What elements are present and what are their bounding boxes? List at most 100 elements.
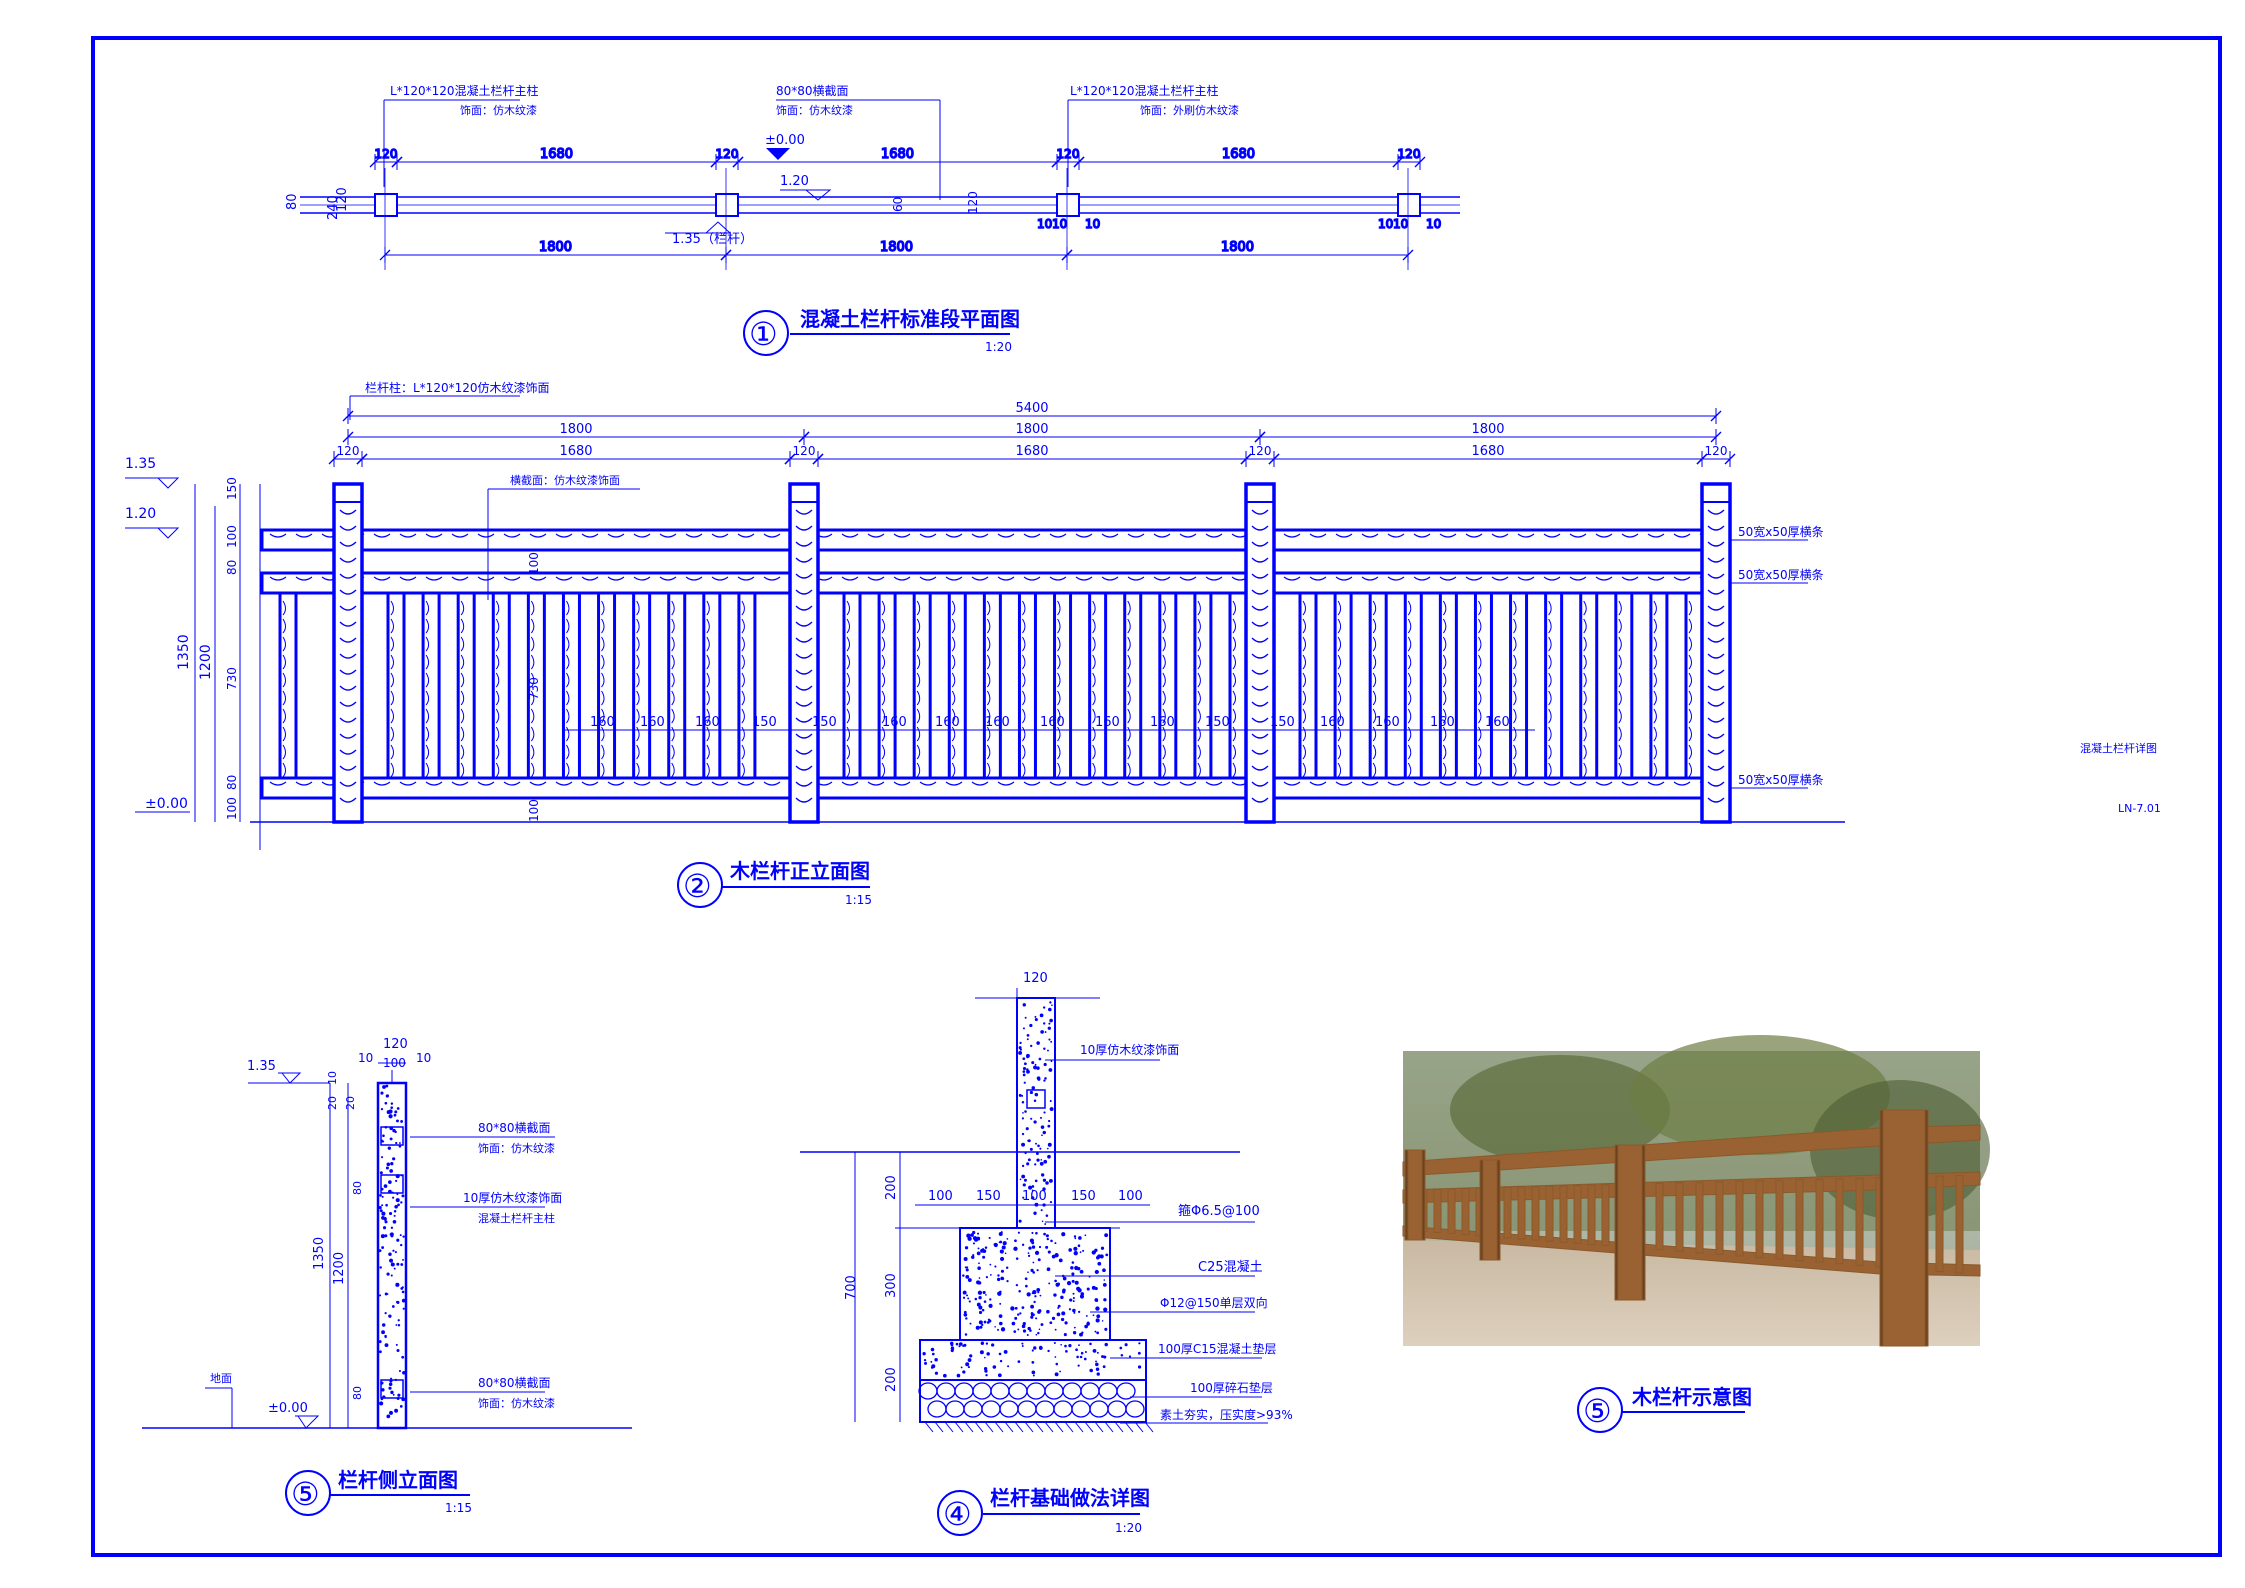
photo-baluster <box>1755 1180 1764 1259</box>
foundation-hatch <box>918 1001 1154 1433</box>
photo-baluster <box>1531 1186 1540 1241</box>
plan-number-circle <box>743 310 789 356</box>
plan-elev-0: ±0.00 <box>765 133 805 148</box>
found-l-c25: C25混凝土 <box>1198 1259 1263 1275</box>
plan-callout-left-1: L*120*120混凝土栏杆主柱 <box>390 83 539 98</box>
railing-post <box>788 482 820 824</box>
photo-baluster <box>1775 1179 1784 1260</box>
baluster <box>491 591 511 780</box>
elev-bay-dim: 1800 <box>1015 422 1048 437</box>
elev-title: 木栏杆正立面图 <box>729 859 870 883</box>
found-l-soil: 素土夯实，压实度>93% <box>1160 1407 1293 1422</box>
plan-elev-120: 1.20 <box>780 174 809 189</box>
baluster <box>1684 591 1704 780</box>
found-number-circle <box>937 1490 983 1536</box>
side-number: ⑤ <box>291 1475 320 1513</box>
elev-elev-135: 1.35 <box>125 456 156 472</box>
baluster <box>561 591 581 780</box>
photo-baluster <box>1735 1180 1744 1257</box>
plan-bay: 1800 <box>539 240 572 255</box>
elev-scale: 1:15 <box>845 893 872 907</box>
baluster-spacing: 160 <box>1430 715 1455 730</box>
found-top-w: 120 <box>1023 971 1048 986</box>
plan-number: ① <box>749 315 778 353</box>
rail-label: 50宽x50厚横条 <box>1738 524 1824 539</box>
plan-v-dim-1: 80 <box>285 193 300 210</box>
baluster <box>1473 591 1493 780</box>
baluster <box>737 591 757 780</box>
elev-callout-post: 栏杆柱：L*120*120仿木纹漆饰面 <box>365 380 550 395</box>
side-elevation <box>142 1062 632 1430</box>
side-top-dim-1: 120 <box>383 1037 408 1052</box>
elev-bay-dim: 1800 <box>1471 422 1504 437</box>
found-l-gravel: 100厚碎石垫层 <box>1190 1380 1273 1395</box>
side-label-c1: 80*80横截面 <box>478 1376 551 1390</box>
baluster <box>1368 591 1388 780</box>
found-number: ④ <box>943 1495 972 1533</box>
elev-clear-dim: 1680 <box>1015 444 1048 459</box>
baluster <box>842 591 862 780</box>
foundation-detail <box>800 988 1240 1423</box>
side-top-dim-3: 100 <box>383 1056 406 1070</box>
baluster <box>1228 591 1248 780</box>
horizontal-rail <box>260 571 1732 595</box>
baluster-spacing: 150 <box>1205 715 1230 730</box>
baluster <box>1649 591 1669 780</box>
side-h-1200: 1200 <box>332 1252 347 1285</box>
elev-h-1200: 1200 <box>198 644 214 680</box>
baluster <box>278 591 298 780</box>
plan-small-dim: 10 <box>1426 217 1441 231</box>
baluster <box>1193 591 1213 780</box>
baluster-spacing: 160 <box>1375 715 1400 730</box>
baluster <box>947 591 967 780</box>
side-v-small-1: 10 <box>326 1071 339 1085</box>
photo-baluster <box>1695 1181 1704 1254</box>
photo-number-circle <box>1577 1387 1623 1433</box>
baluster <box>982 591 1002 780</box>
drawing-number: LN-7.01 <box>2118 802 2161 815</box>
baluster <box>912 591 932 780</box>
found-l-rebar: 箍Φ6.5@100 <box>1178 1203 1260 1219</box>
photo-baluster <box>1935 1175 1944 1273</box>
baluster <box>1614 591 1634 780</box>
plan-callout-mid-1: 80*80横截面 <box>776 84 849 98</box>
baluster <box>1053 591 1073 780</box>
plan-callout-mid-2: 饰面：仿木纹漆 <box>776 103 853 117</box>
found-w-5: 100 <box>1118 1189 1143 1204</box>
photo-baluster <box>1835 1178 1844 1265</box>
elev-h-part: 80 <box>225 775 239 790</box>
elev-h-part: 100 <box>225 525 239 548</box>
plan-v-dim-2: 120 <box>335 187 350 212</box>
baluster <box>1579 591 1599 780</box>
baluster <box>1509 591 1529 780</box>
elev-clear-dim: 1680 <box>1471 444 1504 459</box>
plan-post <box>1056 193 1080 217</box>
elevation-marker <box>766 148 790 160</box>
found-l-finish: 10厚仿木纹漆饰面 <box>1080 1043 1179 1057</box>
elev-number-circle <box>677 862 723 908</box>
photo-baluster <box>1461 1187 1470 1236</box>
baluster-spacing: 160 <box>1485 715 1510 730</box>
baluster <box>456 591 476 780</box>
side-note: 混凝土栏杆详图 <box>2080 741 2157 755</box>
rail-label: 50宽x50厚横条 <box>1738 772 1824 787</box>
baluster-spacing: 160 <box>1095 715 1120 730</box>
photo-baluster <box>1559 1185 1568 1243</box>
railing-photo <box>1402 1035 1990 1347</box>
elev-bay-dim: 1800 <box>559 422 592 437</box>
side-v-small-2: 20 <box>326 1096 339 1110</box>
elev-number: ② <box>683 867 712 905</box>
plan-post <box>374 193 398 217</box>
side-title: 栏杆侧立面图 <box>338 1468 458 1492</box>
baluster-spacing: 150 <box>752 715 777 730</box>
plan-small-dim: 10 <box>1037 217 1052 231</box>
found-h-3: 200 <box>884 1367 899 1392</box>
found-l-mesh: Φ12@150单层双向 <box>1160 1295 1268 1310</box>
photo-baluster <box>1517 1186 1526 1240</box>
elev-h-part: 730 <box>225 667 239 690</box>
plan-v-dim-3: 240 <box>326 195 341 220</box>
side-label-b1: 10厚仿木纹漆饰面 <box>463 1191 562 1205</box>
